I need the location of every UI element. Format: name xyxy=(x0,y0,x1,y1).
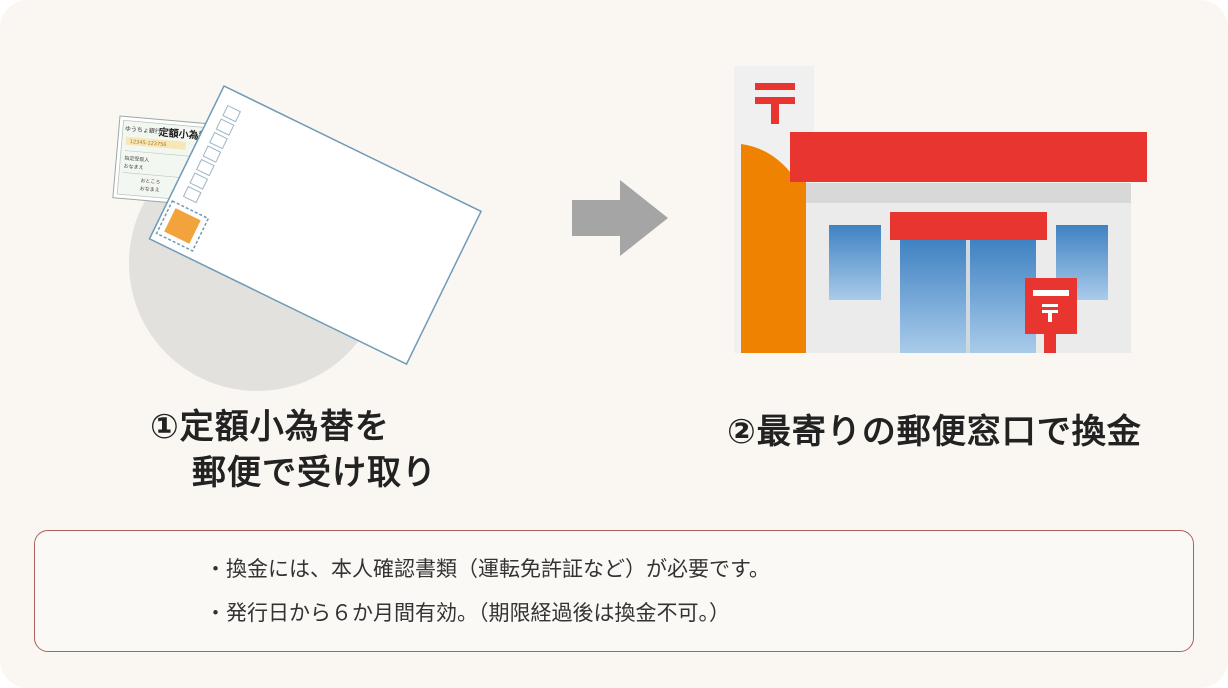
entrance-canopy xyxy=(890,212,1047,240)
step1-title-line1: ①定額小為替を xyxy=(150,407,390,447)
envelope xyxy=(148,84,483,366)
post-mark-icon xyxy=(755,83,795,124)
mailbox-icon xyxy=(1025,278,1077,353)
stamp-icon xyxy=(155,199,210,252)
slip-address-sample: おところ xyxy=(140,177,161,186)
slip-bank-name: ゆうちょ銀行 xyxy=(125,124,162,135)
postal-code-boxes xyxy=(182,104,242,204)
red-roof-band xyxy=(790,132,1147,182)
entrance-door-left xyxy=(900,240,966,353)
slip-title: 定額小為替 xyxy=(158,125,210,142)
note-validity-period: ・発行日から６か月間有効。（期限経過後は換金不可。） xyxy=(205,601,730,625)
slip-payee-sample: おなまえ xyxy=(123,163,144,172)
notes-box: ・換金には、本人確認書類（運転免許証など）が必要です。 ・発行日から６か月間有効… xyxy=(34,530,1194,652)
step2-title: ②最寄りの郵便窓口で換金 xyxy=(727,412,1142,452)
left-window xyxy=(829,225,881,300)
slip-payee-label: 指定受取人 xyxy=(124,155,150,164)
slip-name-sample: おなまえ xyxy=(139,185,160,194)
slip-number: 12345-123756 xyxy=(130,139,167,148)
step1-title-line2: 郵便で受け取り xyxy=(192,453,437,493)
note-id-required: ・換金には、本人確認書類（運転免許証など）が必要です。 xyxy=(205,557,770,581)
